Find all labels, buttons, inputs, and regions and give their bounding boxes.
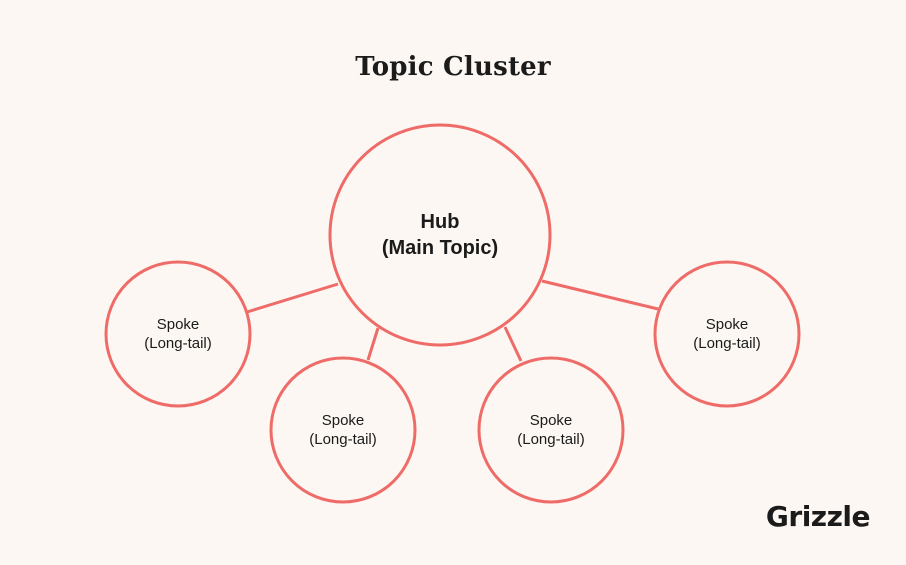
brand-logo: Grizzle	[765, 500, 871, 533]
spoke-label-line2: (Long-tail)	[693, 335, 761, 352]
spoke-label-line2: (Long-tail)	[517, 431, 585, 448]
spoke-node-label-4: Spoke (Long-tail)	[654, 261, 800, 407]
connector-hub-spoke-1	[246, 282, 339, 314]
spoke-label-line1: Spoke	[705, 316, 749, 333]
connector-hub-spoke-2	[366, 327, 380, 361]
hub-label-line1: Hub	[420, 211, 460, 233]
spoke-circle-1	[104, 260, 252, 408]
spoke-node-label-1: Spoke (Long-tail)	[105, 261, 251, 407]
spoke-node-label-3: Spoke (Long-tail)	[478, 357, 624, 503]
spoke-label-line1: Spoke	[321, 412, 365, 429]
hub-node-label: Hub (Main Topic)	[329, 124, 551, 346]
spoke-label-line2: (Long-tail)	[144, 335, 212, 352]
spoke-circle-3	[477, 356, 625, 504]
spoke-circle-2	[269, 356, 417, 504]
connector-hub-spoke-4	[541, 279, 659, 311]
spoke-circle-4	[653, 260, 801, 408]
spoke-label-line2: (Long-tail)	[309, 431, 377, 448]
spoke-label-line1: Spoke	[529, 412, 573, 429]
hub-circle	[328, 123, 552, 347]
spoke-label-line1: Spoke	[156, 316, 200, 333]
diagram-title: Topic Cluster	[355, 52, 551, 82]
hub-label-line2: (Main Topic)	[381, 237, 499, 259]
spoke-node-label-2: Spoke (Long-tail)	[270, 357, 416, 503]
connector-hub-spoke-3	[503, 326, 523, 362]
